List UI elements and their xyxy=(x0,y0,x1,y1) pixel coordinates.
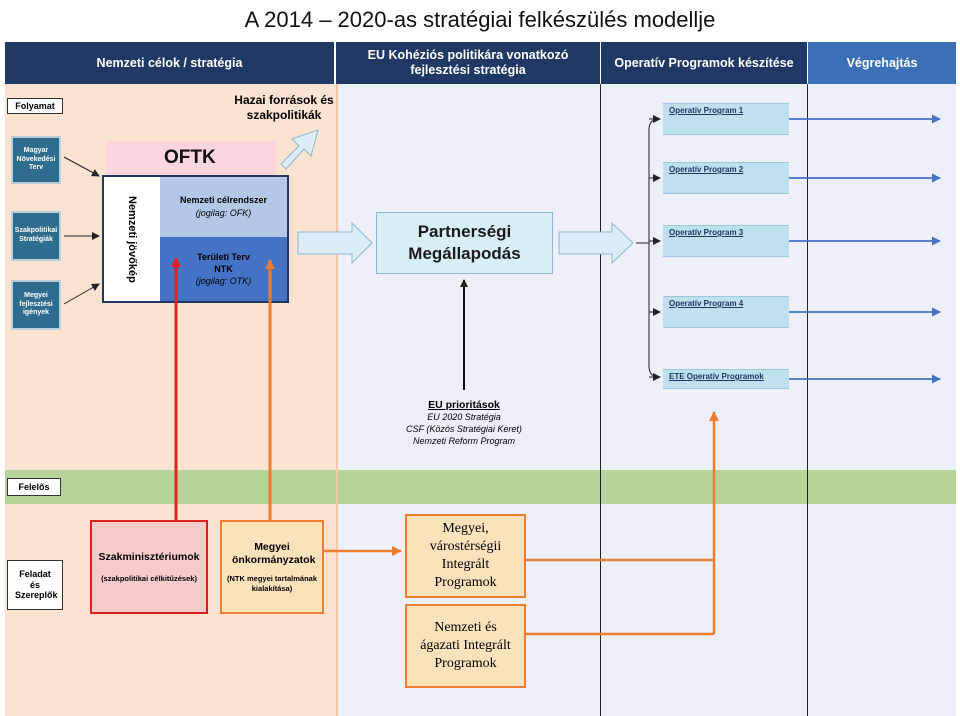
column-divider xyxy=(807,84,808,716)
header-nemzeti-celok: Nemzeti célok / stratégia xyxy=(5,42,334,84)
oftk-band: OFTK xyxy=(106,141,276,175)
header-operativ-programok: Operatív Programok készítése xyxy=(601,42,807,84)
op-program-1-label: Operatív Program 1 xyxy=(669,106,744,115)
row-label-folyamat: Folyamat xyxy=(7,98,63,114)
row-label-feladat: Feladat és Szereplők xyxy=(7,560,63,610)
eu-prio-line: EU 2020 Stratégia xyxy=(427,412,501,423)
op-program-4: Operatív Program 4 xyxy=(663,296,789,328)
eu-prio-line: CSF (Közös Stratégiai Keret) xyxy=(406,423,522,434)
nemzeti-celrendszer-title: Nemzeti célrendszer xyxy=(179,195,268,206)
eu-prioritasok-block: EU prioritások EU 2020 Stratégia CSF (Kö… xyxy=(394,393,534,453)
szakminiszteriumok-sub: (szakpolitikai célkitűzések) xyxy=(101,574,197,584)
felelos-band xyxy=(5,470,956,504)
nemzeti-jovokep-label: Nemzeti jövőkép xyxy=(104,177,160,301)
op-program-3: Operatív Program 3 xyxy=(663,225,789,257)
op-program-ete: ETE Operatív Programok xyxy=(663,369,789,389)
teruleti-terv-box: Területi Terv NTK (jogilag: OTK) xyxy=(160,237,287,301)
nemzeti-celrendszer-box: Nemzeti célrendszer (jogilag: OFK) xyxy=(160,177,287,237)
megyei-onkormanyzatok-box: Megyei önkormányzatok (NTK megyei tartal… xyxy=(220,520,324,614)
nemzeti-jovokep-text: Nemzeti jövőkép xyxy=(126,195,138,283)
op-program-ete-label: ETE Operatív Programok xyxy=(669,372,764,381)
op-program-2: Operatív Program 2 xyxy=(663,162,789,194)
teruleti-terv-title: Területi Terv xyxy=(197,251,250,262)
header-eu-kohezios: EU Kohéziós politikára vonatkozó fejlesz… xyxy=(336,42,600,84)
eu-prioritasok-title: EU prioritások xyxy=(428,398,500,411)
column-divider xyxy=(600,84,601,716)
eu-prio-line: Nemzeti Reform Program xyxy=(412,435,516,446)
megyei-onkormanyzatok-title: Megyei önkormányzatok xyxy=(232,540,316,567)
megyei-integralt-programok-box: Megyei, várostérségii Integrált Programo… xyxy=(405,514,526,598)
megyei-onkormanyzatok-sub: (NTK megyei tartalmának kialakítása) xyxy=(226,573,318,593)
op-program-2-label: Operatív Program 2 xyxy=(669,165,744,174)
szakminiszteriumok-title: Szakminisztériumok xyxy=(98,550,200,563)
op-program-4-label: Operatív Program 4 xyxy=(669,299,744,308)
op-program-3-label: Operatív Program 3 xyxy=(669,228,744,237)
input-megyei-fejlesztesi-igenyek: Megyei fejlesztési igények xyxy=(11,280,61,330)
partnersegi-megallapodas-box: Partnerségi Megállapodás xyxy=(376,212,553,274)
nemzeti-agazati-integralt-programok-box: Nemzeti és ágazati Integrált Programok xyxy=(405,604,526,688)
op-program-1: Operatív Program 1 xyxy=(663,103,789,135)
feladat-label-text: Feladat és Szereplők xyxy=(15,568,58,601)
row-label-felelos: Felelős xyxy=(7,478,61,496)
hazai-forrasok-label: Hazai források és szakpolitikák xyxy=(234,93,334,122)
column-divider xyxy=(336,84,338,716)
teruleti-terv-sub: (jogilag: OTK) xyxy=(195,276,252,287)
oftk-label: OFTK xyxy=(164,147,216,168)
input-szakpolitikai-strategiak: Szakpolitikai Stratégiák xyxy=(11,211,61,261)
page-title: A 2014 – 2020-as stratégiai felkészülés … xyxy=(244,7,716,32)
header-vegrehajtas: Végrehajtás xyxy=(808,42,956,84)
szakminiszteriumok-box: Szakminisztériumok (szakpolitikai célkit… xyxy=(90,520,208,614)
nemzeti-celrendszer-sub: (jogilag: OFK) xyxy=(195,208,252,218)
teruleti-ntk: NTK xyxy=(214,263,233,274)
input-magyar-novekedesi-terv: Magyar Növekedési Terv xyxy=(11,136,61,184)
